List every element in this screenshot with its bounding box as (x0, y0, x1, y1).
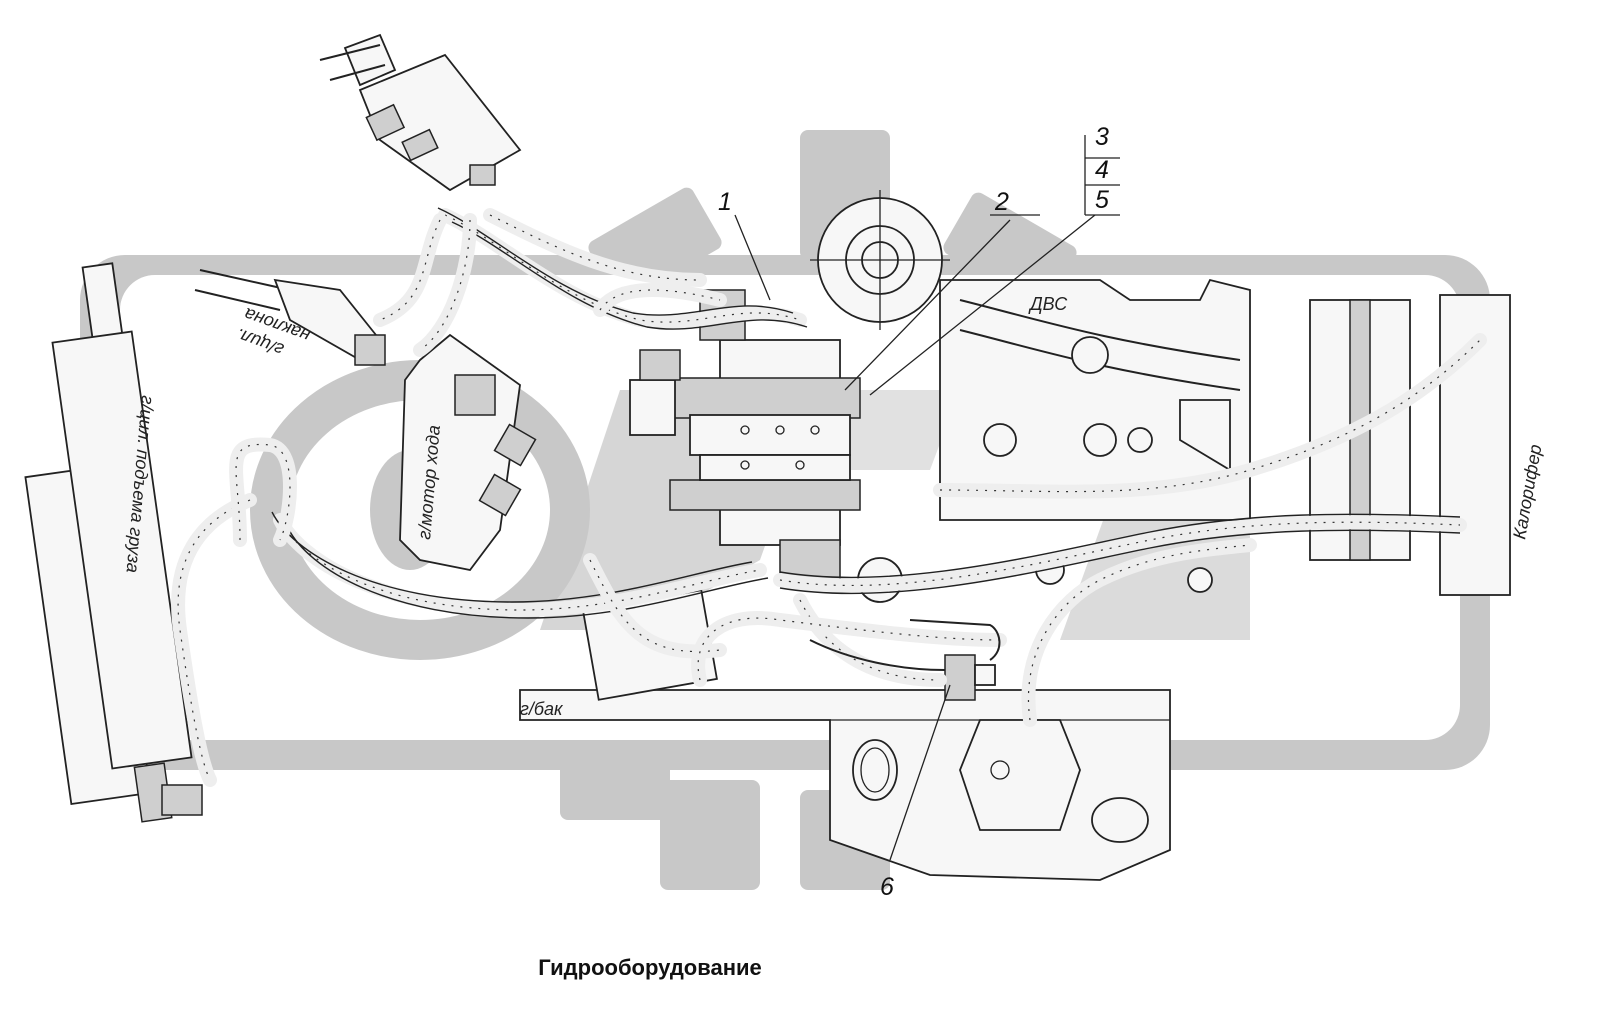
callout-labels: 1 2 3 4 5 6 (718, 123, 1109, 901)
callout-1: 1 (718, 188, 732, 216)
label-engine: ДВС (1028, 294, 1068, 314)
leader-lines (734, 135, 1120, 861)
callout-5: 5 (1095, 186, 1109, 214)
hoses (171, 207, 1487, 787)
valve-6 (944, 654, 996, 701)
callout-2: 2 (994, 188, 1009, 216)
lift-cylinders (24, 262, 203, 823)
label-heater: Калорифер (1509, 443, 1545, 541)
callout-6: 6 (880, 873, 894, 901)
tilt-cylinder (194, 33, 522, 366)
callout-3: 3 (1095, 123, 1109, 151)
callout-4: 4 (1095, 156, 1109, 184)
distributor-valve (629, 289, 861, 581)
travel-motor (399, 333, 537, 571)
label-tank: г/бак (520, 699, 564, 719)
diagram-caption: Гидрооборудование (538, 955, 762, 980)
